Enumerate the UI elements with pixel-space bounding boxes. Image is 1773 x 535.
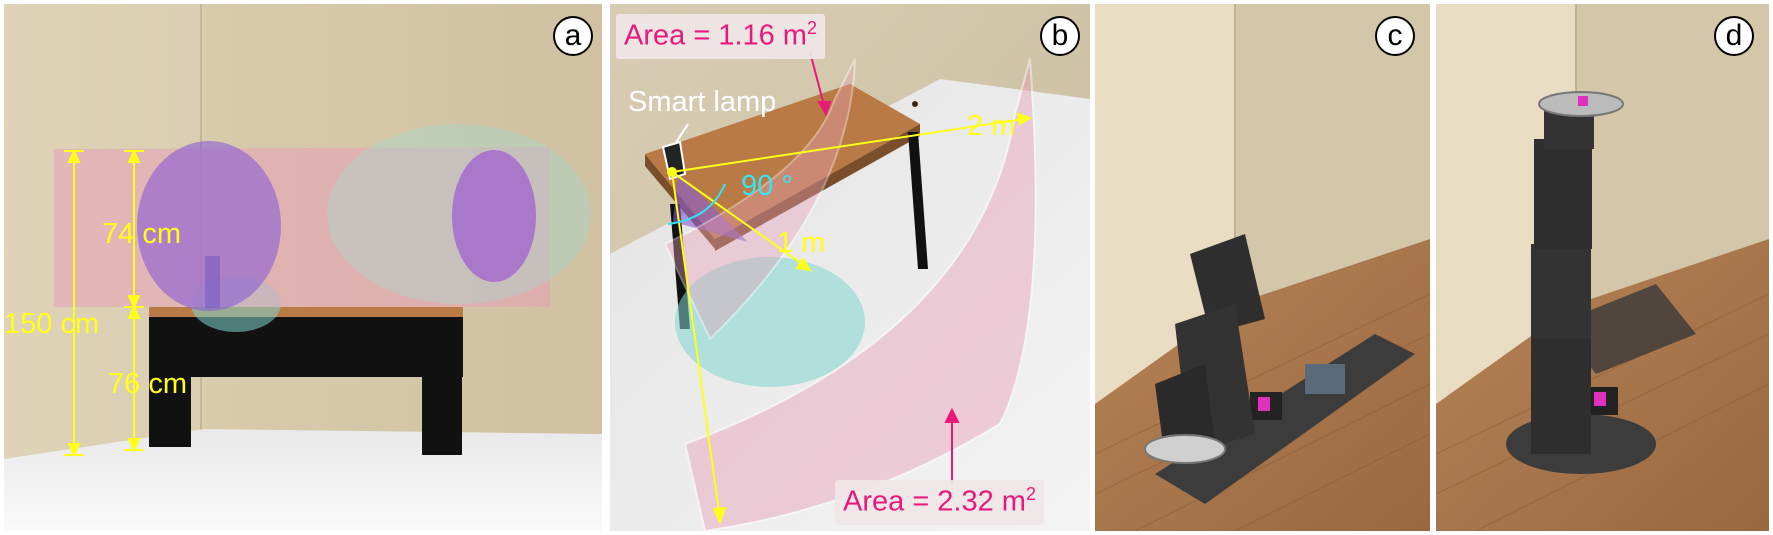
- robot-segment-middle: [1531, 244, 1591, 339]
- total-height-label: 150 cm: [4, 308, 100, 340]
- robot-base: [1155, 334, 1415, 504]
- robot-arm-upper: [1190, 234, 1265, 334]
- panel-badge-b: b: [1040, 16, 1080, 56]
- area-pointers: [809, 51, 960, 484]
- far-distance-label: 2 m: [967, 110, 1016, 142]
- panel-badge-c: c: [1375, 16, 1415, 56]
- near-projection: [663, 58, 856, 341]
- panel-a-scene: [4, 4, 602, 531]
- panel-b-scene: [610, 4, 1090, 531]
- angle-label: 90 °: [741, 170, 793, 202]
- panel-c: c: [1095, 4, 1430, 531]
- desk-top: [645, 84, 920, 239]
- light-spot-far: [452, 150, 536, 282]
- panel-badge-a: a: [553, 16, 593, 56]
- desk-top: [149, 307, 463, 317]
- near-distance-label: 1 m: [777, 227, 826, 259]
- lower-height-label: 76 cm: [108, 368, 187, 400]
- panel-a: 74 cm 150 cm 76 cm a: [4, 4, 602, 531]
- distance-lines: [671, 112, 1033, 525]
- near-area-exponent: 2: [806, 18, 817, 38]
- panel-c-scene: [1095, 4, 1430, 531]
- panel-d: d: [1436, 4, 1769, 531]
- smart-lamp-label: Smart lamp: [628, 86, 777, 118]
- gear-disc: [1144, 434, 1226, 464]
- far-area-exponent: 2: [1025, 484, 1036, 504]
- near-area-label: Area = 1.16 m2: [616, 14, 825, 59]
- panel-d-scene: [1436, 4, 1769, 531]
- panel-b: Area = 1.16 m2 Smart lamp 90 ° 1 m 2 m A…: [610, 4, 1090, 531]
- robot-segment-bottom: [1531, 334, 1591, 454]
- angle-arc: [667, 183, 726, 225]
- robot-segment-upper: [1534, 139, 1592, 249]
- panel-badge-d: d: [1714, 16, 1754, 56]
- light-spot-near: [137, 141, 281, 311]
- near-area-text: Area = 1.16 m: [624, 19, 807, 52]
- far-area-text: Area = 2.32 m: [843, 485, 1026, 518]
- upper-height-label: 74 cm: [102, 218, 181, 250]
- far-area-label: Area = 2.32 m2: [835, 480, 1044, 525]
- dimension-lines: [64, 148, 144, 458]
